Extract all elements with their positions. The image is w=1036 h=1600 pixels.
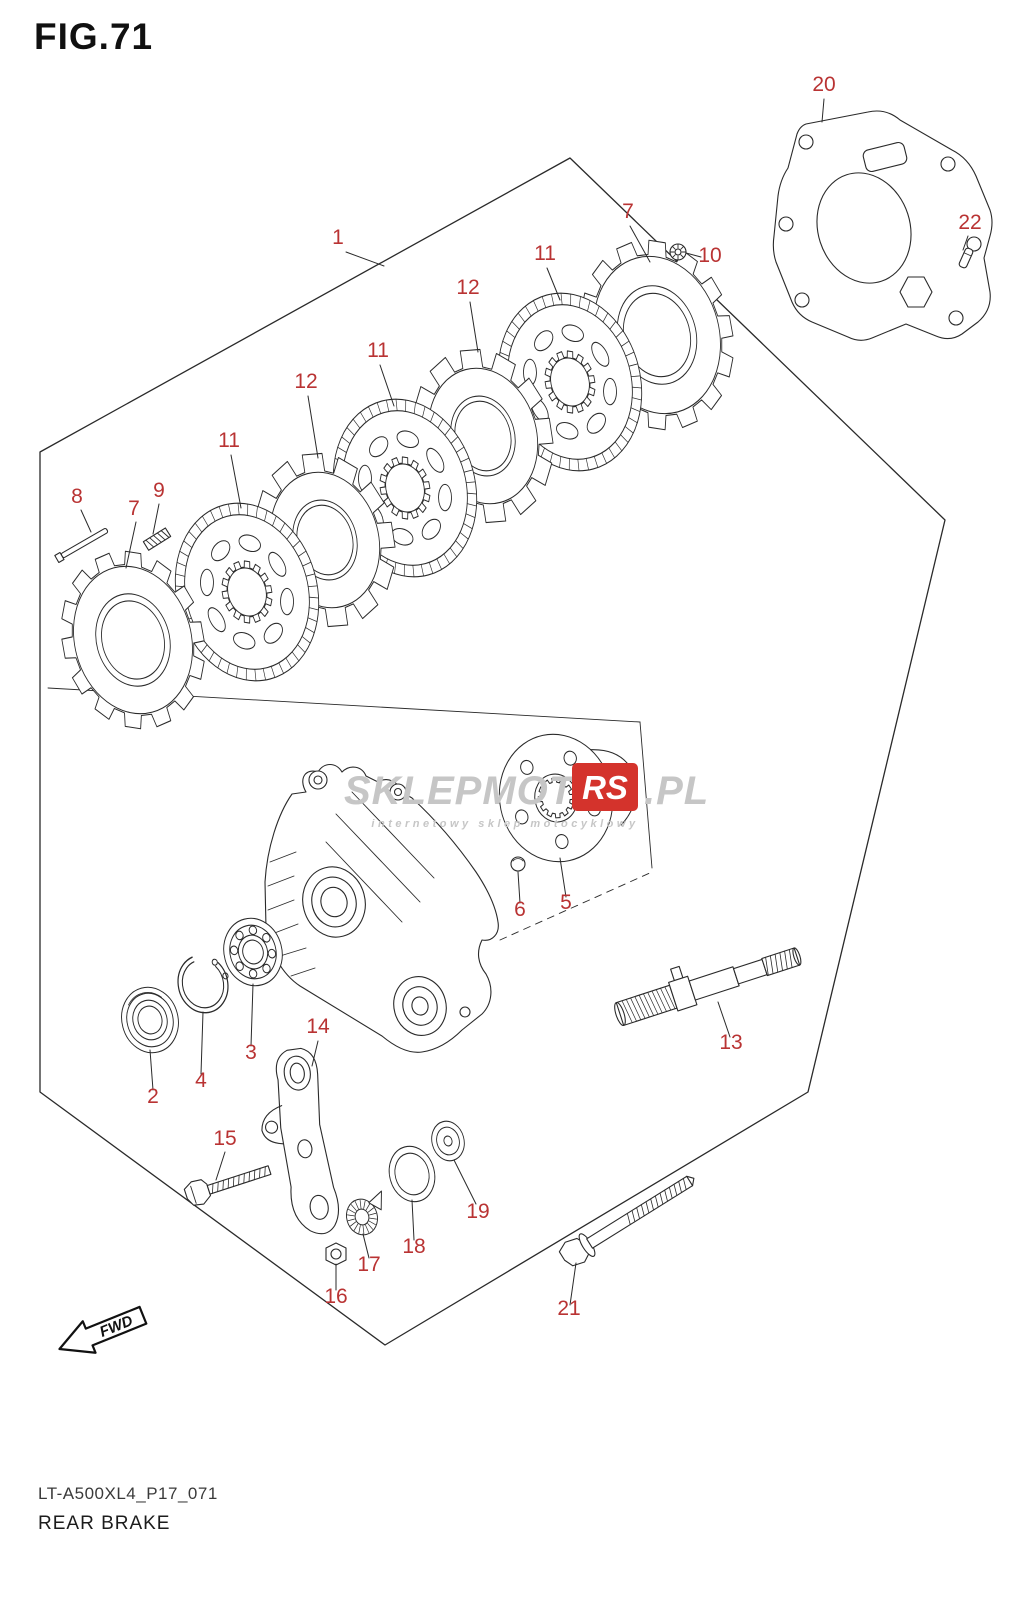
callout-3: 3 (245, 1041, 257, 1064)
callout-22: 22 (958, 211, 981, 234)
callout-15: 15 (213, 1127, 236, 1150)
part-3-bearing (223, 917, 283, 987)
callout-2: 2 (147, 1085, 159, 1108)
part-14-arm (261, 1047, 340, 1235)
callout-8: 8 (71, 485, 83, 508)
watermark-logo-text: RS (582, 769, 628, 806)
callout-labels: 1 7 10 11 12 11 12 11 8 7 9 20 22 5 6 13… (71, 73, 982, 1320)
callout-7-a: 7 (622, 200, 634, 223)
part-4-circlip (177, 954, 229, 1014)
callout-20: 20 (812, 73, 835, 96)
part-code: LT-A500XL4_P17_071 (38, 1484, 218, 1503)
part-17-lock-washer (346, 1190, 382, 1236)
part-13-shaft (614, 947, 802, 1027)
brake-housing (264, 763, 499, 1053)
fwd-indicator: FWD (58, 1305, 148, 1354)
watermark: SKLEPMOTO RS .PL internetowy sklep motoc… (344, 763, 709, 830)
part-6-ball (510, 856, 526, 872)
part-19-cap (431, 1120, 465, 1162)
part-9-spring (142, 527, 172, 551)
part-18-oring (388, 1145, 436, 1203)
part-20-gasket (772, 110, 993, 341)
callout-14: 14 (306, 1015, 330, 1038)
callout-11-a: 11 (534, 242, 556, 265)
callout-5: 5 (560, 891, 572, 914)
part-16-nut (325, 1242, 347, 1266)
footer: LT-A500XL4_P17_071 REAR BRAKE (38, 1484, 218, 1535)
diagram-linework (39, 98, 993, 1346)
part-11-friction-plate (174, 502, 320, 682)
part-22-dowel (958, 247, 974, 269)
part-10-clip (669, 243, 687, 261)
callout-10: 10 (698, 244, 721, 267)
watermark-text-left: SKLEPMOTO (344, 769, 606, 813)
callout-11-b: 11 (367, 339, 389, 362)
callout-1: 1 (332, 226, 344, 249)
part-7-ratchet-plate (61, 550, 205, 730)
watermark-text-right: .PL (644, 769, 709, 813)
watermark-tagline: internetowy sklep motocyklowy (371, 818, 638, 830)
callout-13: 13 (719, 1031, 742, 1054)
callout-4: 4 (195, 1069, 207, 1092)
callout-9: 9 (153, 479, 165, 502)
callout-19: 19 (466, 1200, 489, 1223)
callout-leaders (80, 98, 969, 1306)
fwd-arrow-icon (58, 1305, 148, 1354)
callout-12-b: 12 (294, 370, 317, 393)
callout-6: 6 (514, 898, 526, 921)
figure-title: FIG.71 (34, 16, 154, 57)
callout-12-a: 12 (456, 276, 479, 299)
callout-11-c: 11 (218, 429, 240, 452)
part-8-pin (54, 528, 109, 564)
callout-18: 18 (402, 1235, 425, 1258)
assembly-boundary (39, 157, 946, 1346)
part-2-seal (121, 986, 179, 1054)
watermark-logo-box (572, 763, 638, 811)
callout-7-b: 7 (128, 497, 140, 520)
part-21-bolt (558, 1175, 695, 1267)
callout-17: 17 (357, 1253, 380, 1276)
part-15-bolt (183, 1165, 272, 1206)
callout-16: 16 (324, 1285, 347, 1308)
figure-caption: REAR BRAKE (38, 1513, 171, 1534)
callout-21: 21 (557, 1297, 580, 1320)
